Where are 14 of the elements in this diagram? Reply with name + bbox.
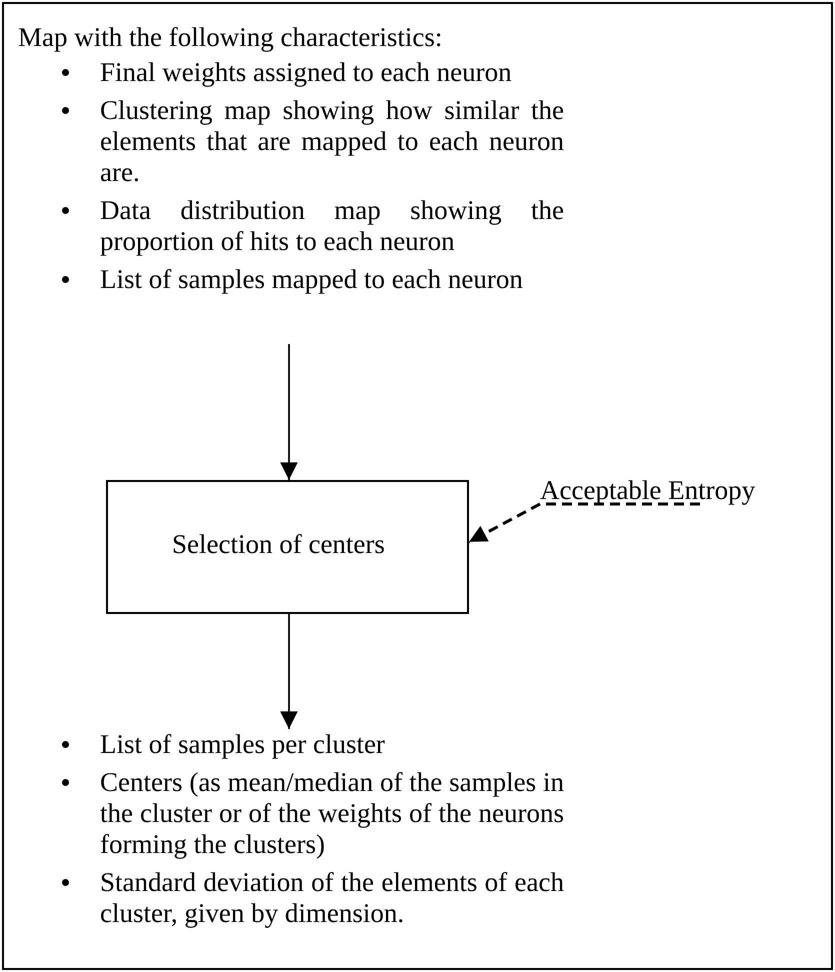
arrow (280, 614, 298, 729)
bullet-text: Centers (as mean/median of the samples in the cluster or of the weights of the neurons forming the clusters) (100, 767, 564, 860)
arrow (280, 344, 298, 480)
box-label: Selection of centers (172, 528, 385, 561)
bullet-text: Clustering map showing how similar the elements that are mapped to each neuron are. (100, 95, 564, 188)
bullet-text: Standard deviation of the elements of each cluster, given by dimension. (100, 867, 564, 929)
bullet-text: Final weights assigned to each neuron (100, 57, 513, 88)
annotation-text: Acceptable Entropy (540, 475, 756, 505)
bullet-text: Data distribution map showing the proportion of hits to each neuron (100, 195, 564, 257)
bullet-text: List of samples per cluster (100, 729, 386, 760)
heading-text: Map with the following characteristics: (18, 22, 444, 53)
bullet-text: List of samples mapped to each neuron (100, 264, 524, 295)
process-box (106, 480, 469, 614)
dashed-arrow (468, 502, 700, 544)
